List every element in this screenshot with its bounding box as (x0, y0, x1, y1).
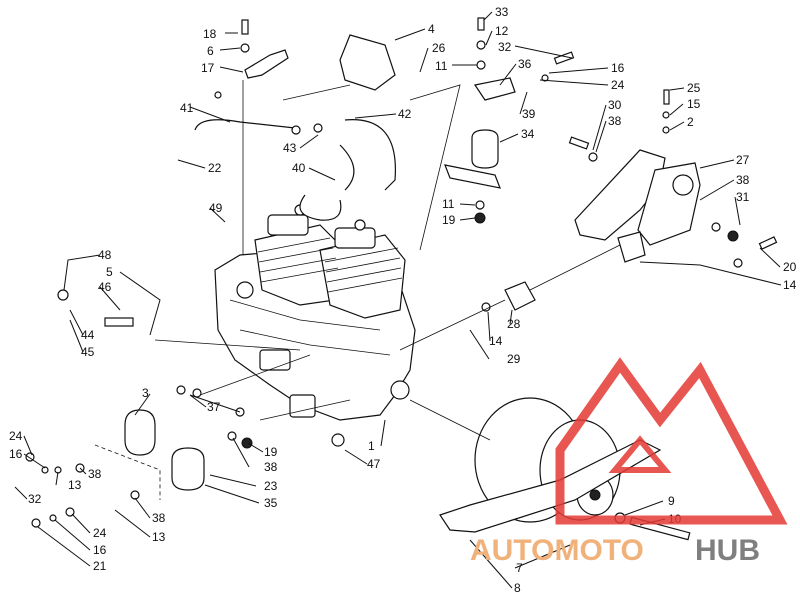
callout-25: 25 (687, 81, 701, 95)
callout-12: 12 (495, 24, 509, 38)
callout-1: 1 (368, 439, 375, 453)
callout-16: 16 (611, 61, 625, 75)
mount-base (444, 164, 501, 189)
callout-38-a: 38 (608, 114, 622, 128)
callout-14-b: 14 (489, 334, 503, 348)
watermark-text-hub: HUB (695, 534, 760, 567)
callout-26: 26 (432, 41, 446, 55)
callout-8: 8 (514, 581, 521, 595)
callout-13: 13 (68, 478, 82, 492)
callout-2: 2 (687, 115, 694, 129)
callout-30: 30 (608, 98, 622, 112)
callout-41: 41 (180, 101, 194, 115)
triangle-logo-icon (555, 357, 788, 525)
callout-24-c: 24 (93, 526, 107, 540)
callout-32-b: 32 (28, 492, 42, 506)
callout-33: 33 (495, 5, 509, 19)
callout-14: 14 (783, 278, 797, 292)
drive-belt (439, 439, 662, 533)
callout-32: 32 (498, 40, 512, 54)
support-bracket (244, 49, 289, 79)
callout-42: 42 (398, 107, 412, 121)
watermark-text-automoto: AUTOMOTO (470, 534, 644, 567)
callout-43: 43 (283, 141, 297, 155)
callout-35: 35 (264, 496, 278, 510)
callout-31: 31 (736, 190, 750, 204)
callout-13-b: 13 (152, 530, 166, 544)
engine-bracket (339, 34, 396, 91)
callout-19: 19 (442, 213, 456, 227)
fasteners (25, 17, 778, 541)
callout-19-b: 19 (264, 445, 278, 459)
callout-24-b: 24 (9, 429, 23, 443)
callout-44: 44 (81, 328, 95, 342)
callout-11: 11 (435, 59, 448, 73)
callout-38-b: 38 (736, 173, 750, 187)
callout-40: 40 (292, 161, 306, 175)
callout-47: 47 (367, 457, 381, 471)
engine-block (214, 204, 416, 421)
callout-18: 18 (203, 27, 217, 41)
callout-46: 46 (98, 280, 112, 294)
callout-9: 9 (668, 494, 675, 508)
rubber-mount (471, 129, 499, 169)
callout-22: 22 (208, 161, 222, 175)
callout-24: 24 (611, 78, 625, 92)
callout-5: 5 (106, 265, 113, 279)
callout-45: 45 (81, 345, 95, 359)
callout-27: 27 (736, 153, 750, 167)
callout-15: 15 (687, 97, 701, 111)
callout-48: 48 (98, 248, 112, 262)
callout-20: 20 (783, 260, 797, 274)
callout-16-b: 16 (9, 447, 23, 461)
callout-labels: 18 6 17 4 26 33 12 32 11 36 16 24 41 42 … (9, 5, 797, 595)
front-mount-right (171, 447, 205, 491)
front-mount-left (124, 409, 156, 456)
callout-38-c: 38 (88, 467, 102, 481)
rubber-mount-28 (504, 281, 536, 311)
watermark-logo (555, 357, 788, 525)
callout-16-c: 16 (93, 543, 107, 557)
coolant-hoses (194, 119, 397, 221)
callout-7: 7 (516, 561, 523, 575)
callout-23: 23 (264, 479, 278, 493)
callout-6: 6 (207, 44, 214, 58)
callout-38-d: 38 (264, 460, 278, 474)
callout-21: 21 (93, 559, 107, 573)
callout-29: 29 (507, 352, 521, 366)
callout-3: 3 (142, 386, 149, 400)
callout-34: 34 (521, 127, 535, 141)
leader-lines (14, 11, 782, 589)
callout-4: 4 (428, 22, 435, 36)
callout-11-b: 11 (442, 197, 455, 211)
callout-38-e: 38 (152, 511, 166, 525)
callout-39: 39 (522, 107, 536, 121)
mount-plate (474, 77, 516, 101)
callout-17: 17 (201, 61, 215, 75)
callout-37: 37 (207, 400, 221, 414)
callout-28: 28 (507, 317, 521, 331)
callout-49: 49 (209, 201, 223, 215)
callout-36: 36 (518, 57, 532, 71)
